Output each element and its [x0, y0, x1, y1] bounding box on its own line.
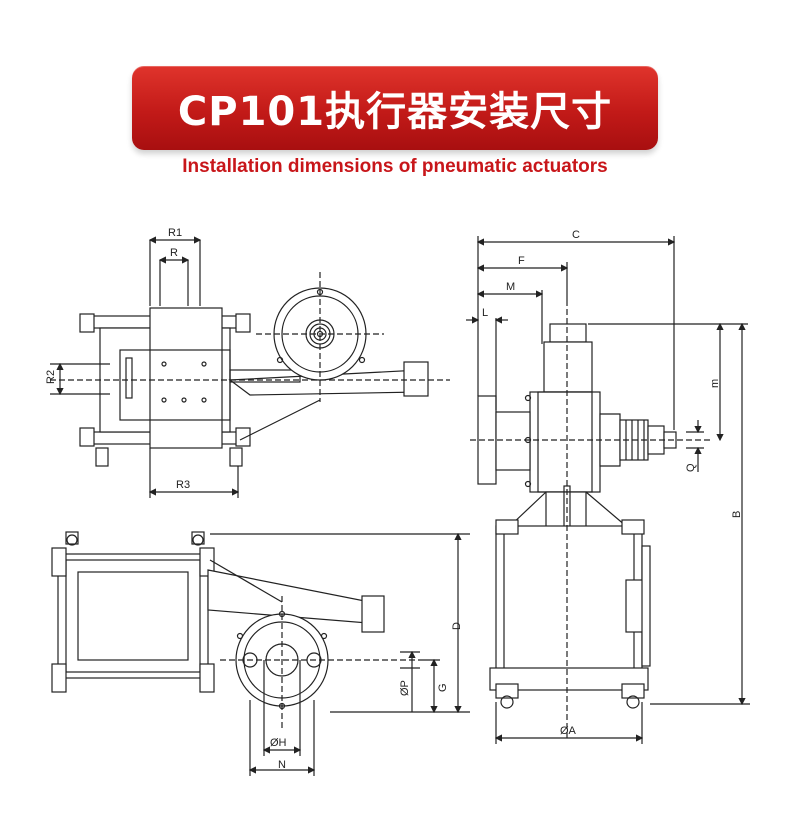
dim-p: ØP: [399, 680, 411, 696]
page-subtitle: Installation dimensions of pneumatic act…: [182, 156, 608, 177]
dim-d: D: [451, 622, 463, 630]
dim-r3: R3: [176, 479, 190, 491]
dim-f: F: [518, 255, 525, 267]
dim-g: G: [437, 683, 449, 692]
dim-r2: R2: [45, 370, 57, 384]
dim-m-lower: m: [709, 379, 721, 388]
dim-q: Q: [685, 463, 697, 472]
dim-r: R: [170, 247, 178, 259]
top-view: [50, 236, 450, 498]
page-title: CP101执行器安装尺寸: [177, 89, 613, 135]
dim-a: ØA: [560, 725, 577, 737]
dim-c: C: [572, 229, 580, 241]
dim-m: M: [506, 281, 515, 293]
dim-b: B: [731, 511, 743, 518]
dim-h: ØH: [270, 737, 287, 749]
dim-n: N: [278, 759, 286, 771]
dim-r1: R1: [168, 227, 182, 239]
front-view: [51, 531, 470, 776]
dim-l: L: [482, 307, 488, 319]
title-banner: CP101执行器安装尺寸: [132, 66, 658, 150]
side-view: [466, 236, 750, 744]
